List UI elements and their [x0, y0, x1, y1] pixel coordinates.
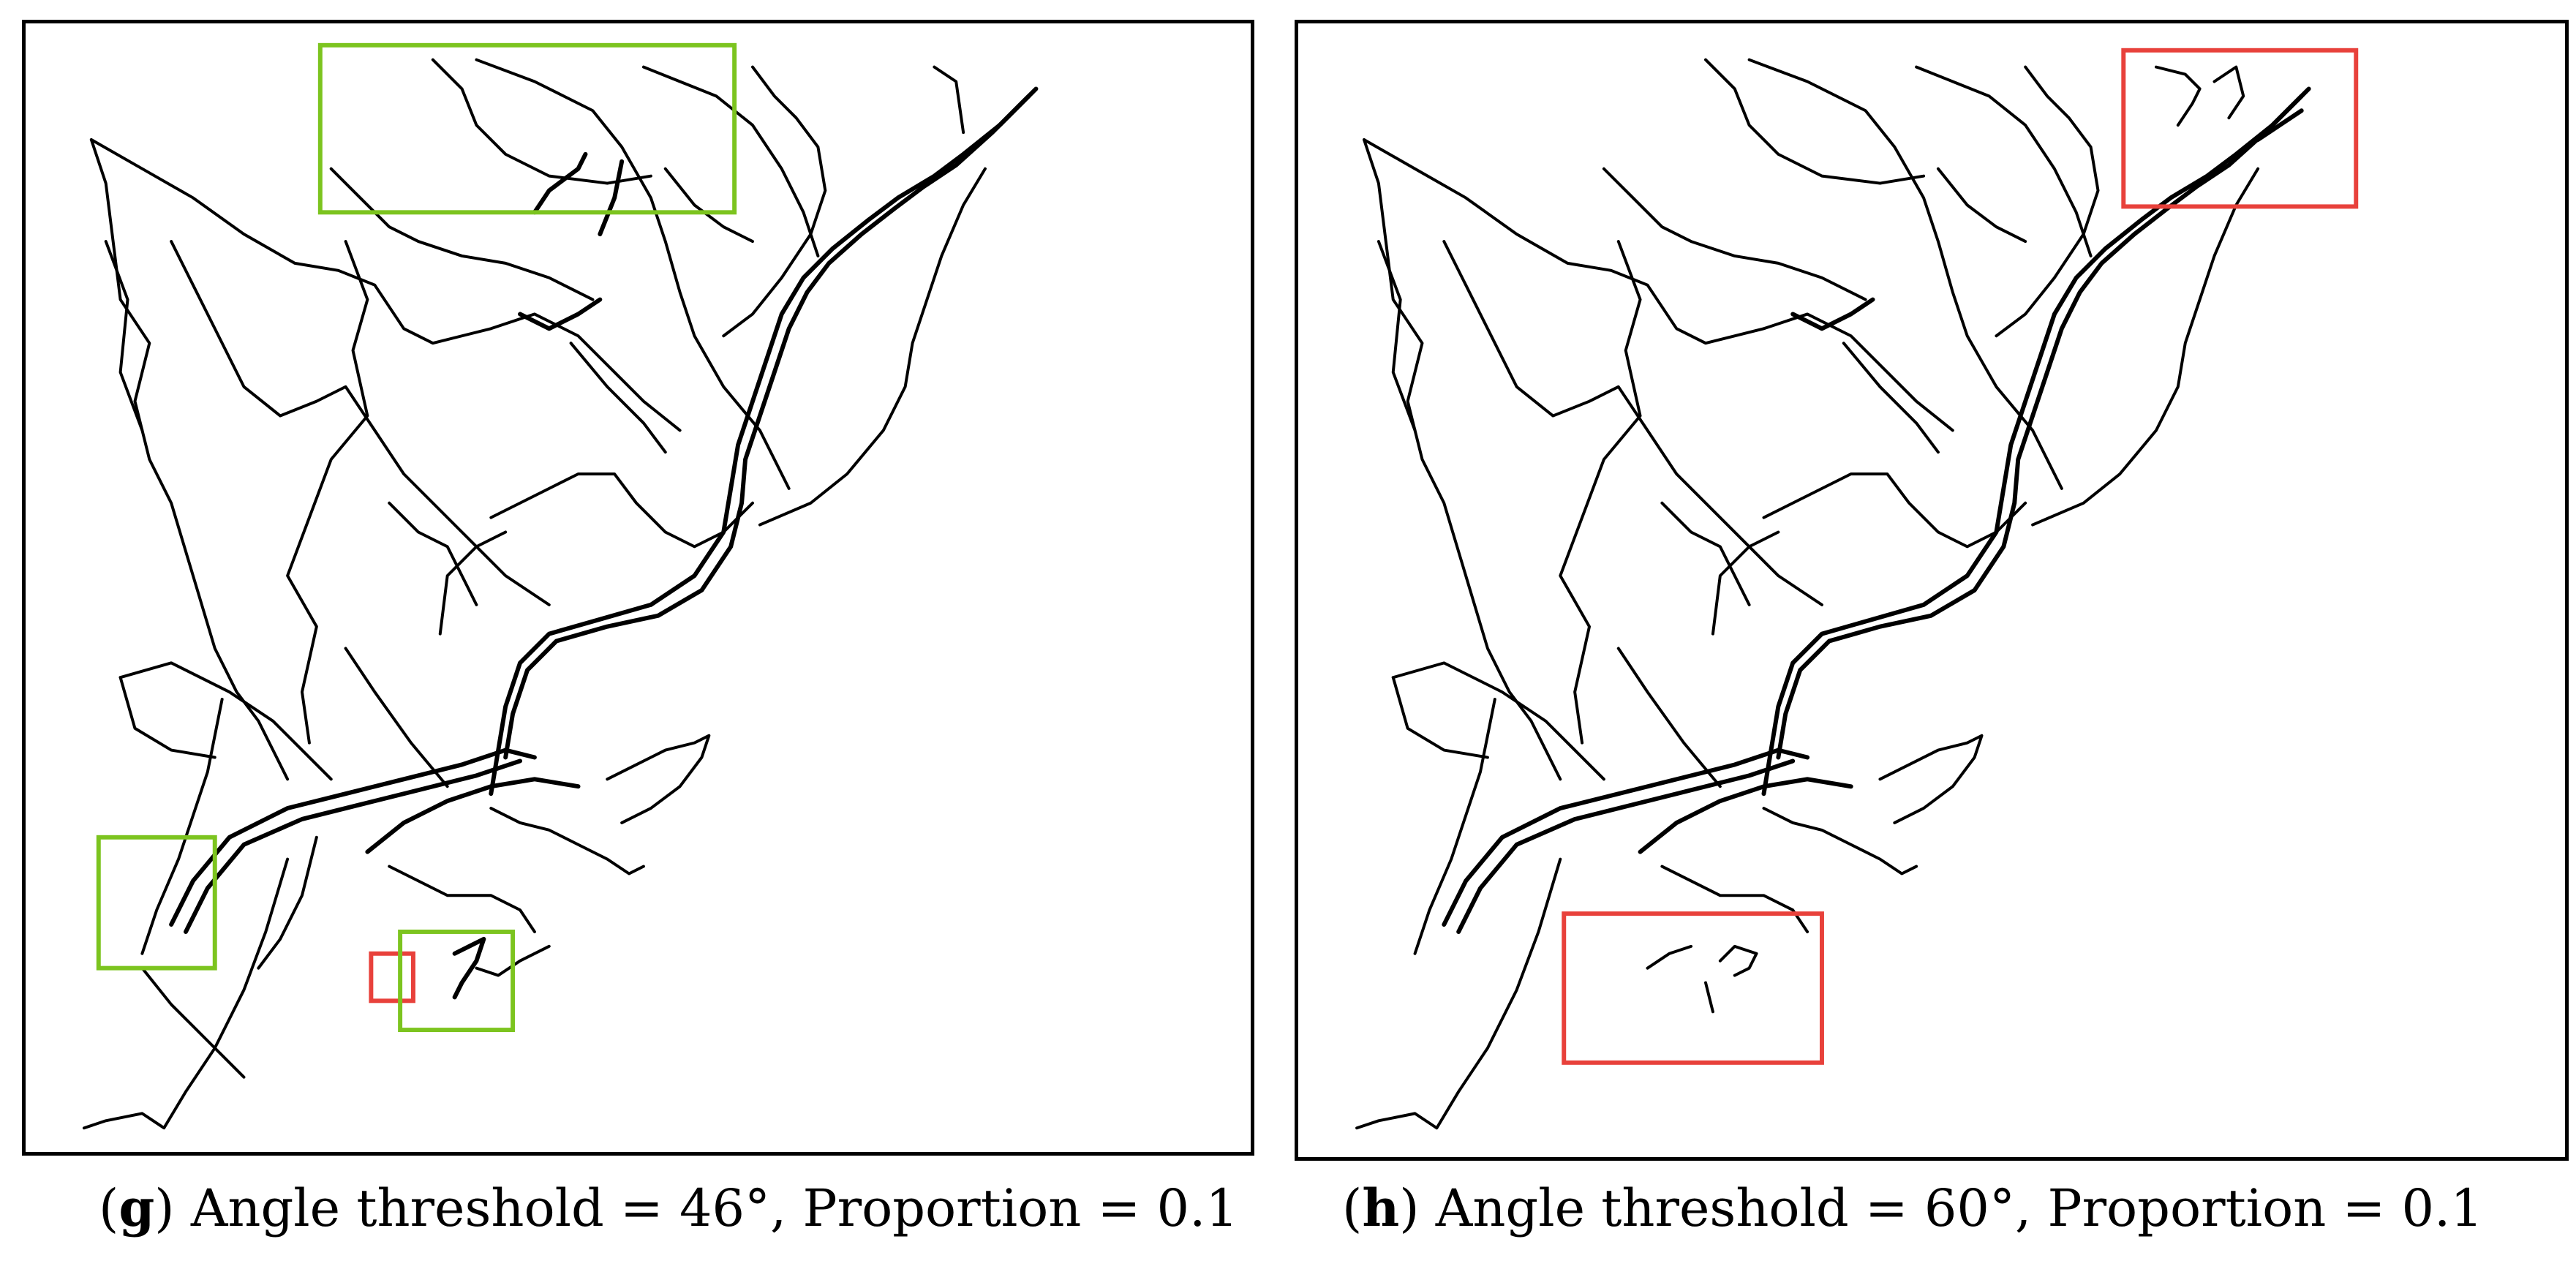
- caption-h-letter: h: [1362, 1178, 1400, 1238]
- caption-h-text: Angle threshold = 60°, Proportion = 0.1: [1435, 1178, 2483, 1238]
- panel-h-map: [1295, 20, 2569, 1161]
- red-highlight-box-small: [369, 951, 415, 1003]
- caption-h: (h) Angle threshold = 60°, Proportion = …: [1342, 1178, 2483, 1238]
- panel-g-map: [22, 20, 1254, 1156]
- red-highlight-box-top: [2121, 48, 2359, 209]
- road-network-map-h: [1355, 48, 2359, 1130]
- road-network: [1355, 58, 2311, 1130]
- road-network-map-g: [82, 42, 1039, 1130]
- caption-g-letter: g: [118, 1178, 155, 1238]
- caption-g: (g) Angle threshold = 46°, Proportion = …: [99, 1178, 1238, 1238]
- road-network: [82, 58, 1039, 1130]
- green-highlight-box-left: [96, 835, 217, 971]
- green-highlight-box-small: [398, 929, 516, 1033]
- green-highlight-box-top: [317, 42, 737, 215]
- caption-g-text: Angle threshold = 46°, Proportion = 0.1: [190, 1178, 1238, 1238]
- red-highlight-box-bottom: [1562, 911, 1824, 1065]
